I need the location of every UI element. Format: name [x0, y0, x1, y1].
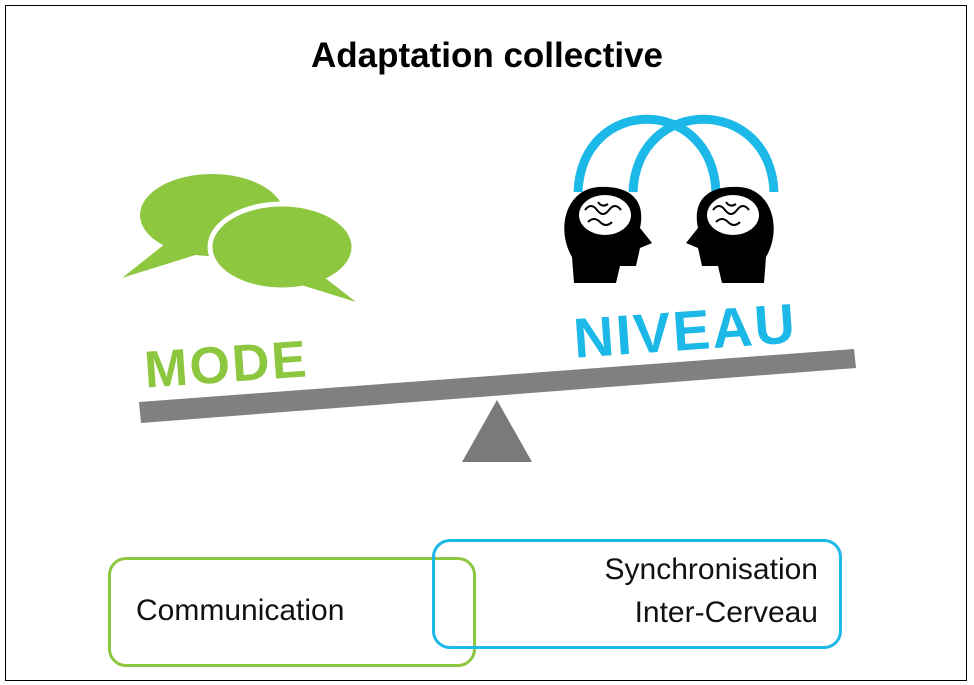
- synchronisation-label-line2: Inter-Cerveau: [634, 596, 818, 629]
- niveau-word: NIVEAU: [571, 291, 798, 369]
- balance-beam: [139, 349, 856, 423]
- connected-brains-icon: [564, 114, 779, 283]
- synchronisation-box: [432, 539, 842, 649]
- communication-label: Communication: [136, 594, 345, 627]
- balance-fulcrum: [462, 400, 532, 462]
- communication-box: [108, 557, 476, 667]
- speech-bubbles-icon: [122, 174, 357, 302]
- mode-word: MODE: [142, 330, 310, 399]
- diagram-title: Adaptation collective: [310, 36, 664, 75]
- synchronisation-label-line1: Synchronisation: [604, 553, 818, 586]
- diagram-frame: [5, 5, 967, 681]
